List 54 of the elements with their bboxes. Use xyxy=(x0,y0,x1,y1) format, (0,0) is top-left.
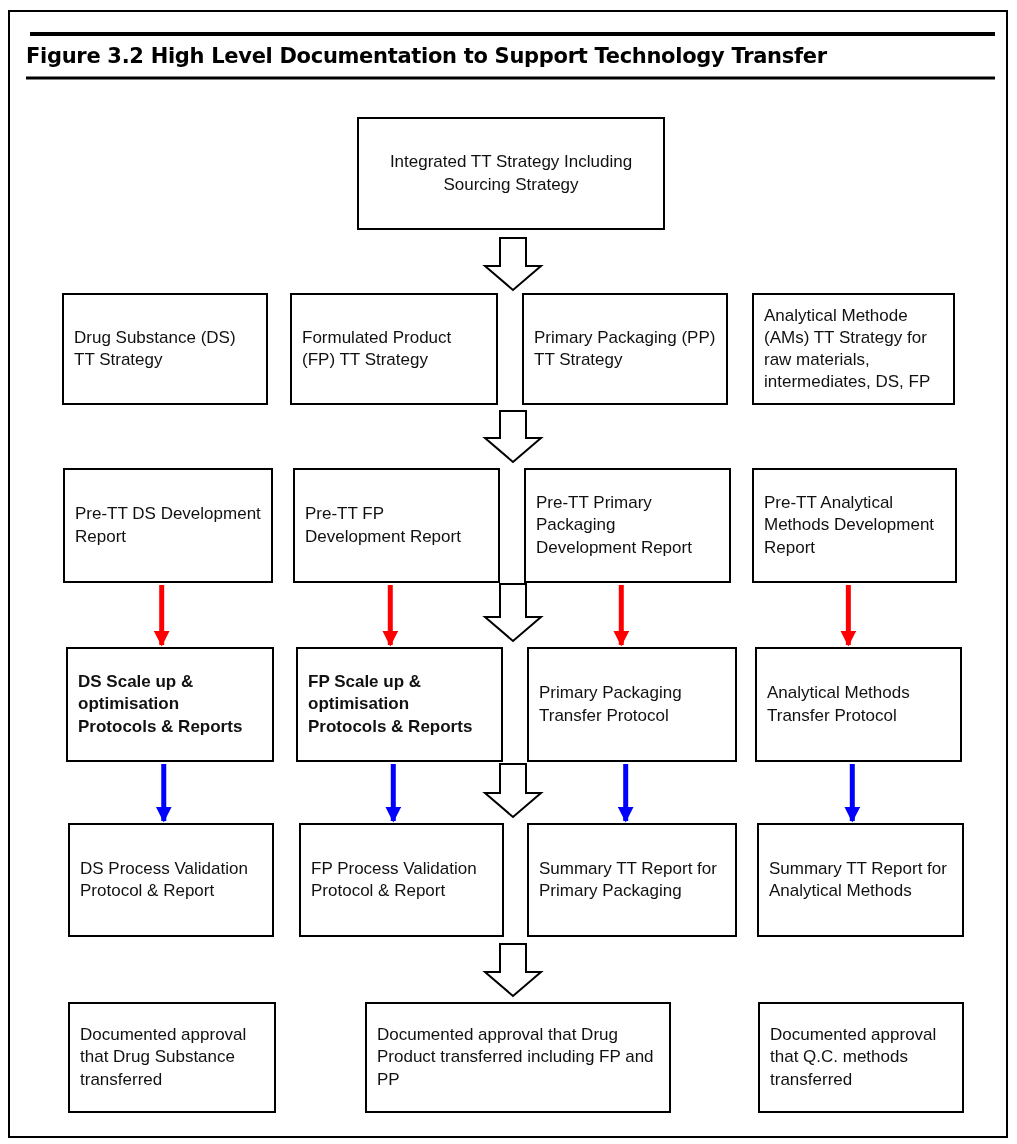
arrow xyxy=(382,585,399,647)
box-text: Integrated TT Strategy Including Sourcing Strategy xyxy=(388,151,634,196)
box-text: Pre-TT Analytical Methods Development Report xyxy=(764,492,936,559)
process-box xyxy=(752,468,957,583)
box-text: FP Scale up & optimisation Protocols & Reports xyxy=(308,671,474,738)
process-box xyxy=(66,647,274,762)
arrow xyxy=(385,764,402,823)
arrow xyxy=(617,764,634,823)
box-text: Formulated Product (FP) TT Strategy xyxy=(302,326,453,371)
block-arrow xyxy=(482,763,544,819)
process-box xyxy=(752,293,955,405)
box-text: Analytical Methode (AMs) TT Strategy for raw materials, intermediates, DS, FP xyxy=(764,304,932,394)
box-text: Analytical Methods Transfer Protocol xyxy=(767,682,911,727)
box-text: Pre-TT Primary Packaging Development Report xyxy=(536,492,693,559)
box-text: Summary TT Report for Primary Packaging xyxy=(539,857,718,902)
block-arrow xyxy=(482,583,544,643)
process-box xyxy=(68,1002,276,1113)
box-text: Drug Substance (DS) TT Strategy xyxy=(74,326,237,371)
arrow xyxy=(613,585,630,647)
box-text: FP Process Validation Protocol & Report xyxy=(311,857,478,902)
box-text: Pre-TT DS Development Report xyxy=(75,503,261,548)
block-arrow xyxy=(482,943,544,998)
process-box xyxy=(68,823,274,937)
box-text: Documented approval that Drug Substance transferred xyxy=(80,1024,248,1091)
process-box xyxy=(299,823,504,937)
process-box xyxy=(527,647,737,762)
box-text: DS Process Validation Protocol & Report xyxy=(80,857,249,902)
process-box xyxy=(62,293,268,405)
process-box xyxy=(758,1002,964,1113)
arrow xyxy=(155,764,172,823)
arrow xyxy=(840,585,857,647)
process-box xyxy=(757,823,964,937)
block-arrow xyxy=(482,410,544,464)
process-box xyxy=(522,293,728,405)
box-text: DS Scale up & optimisation Protocols & Reports xyxy=(78,671,244,738)
process-box xyxy=(357,117,665,230)
process-box xyxy=(755,647,962,762)
process-box xyxy=(527,823,737,937)
process-box xyxy=(365,1002,671,1113)
arrow xyxy=(153,585,170,647)
process-box xyxy=(290,293,498,405)
process-box xyxy=(296,647,503,762)
box-text: Summary TT Report for Analytical Methods xyxy=(769,857,948,902)
box-text: Primary Packaging (PP) TT Strategy xyxy=(534,326,716,371)
box-text: Pre-TT FP Development Report xyxy=(305,503,462,548)
box-text: Primary Packaging Transfer Protocol xyxy=(539,682,683,727)
process-box xyxy=(524,468,731,583)
box-text: Documented approval that Drug Product transferred including FP and PP xyxy=(377,1024,655,1091)
process-box xyxy=(63,468,273,583)
process-box xyxy=(293,468,500,583)
box-text: Documented approval that Q.C. methods transferred xyxy=(770,1024,938,1091)
figure-title: Figure 3.2 High Level Documentation to Support Technology Transfer xyxy=(26,44,827,68)
arrow xyxy=(844,764,861,823)
block-arrow xyxy=(482,237,544,292)
